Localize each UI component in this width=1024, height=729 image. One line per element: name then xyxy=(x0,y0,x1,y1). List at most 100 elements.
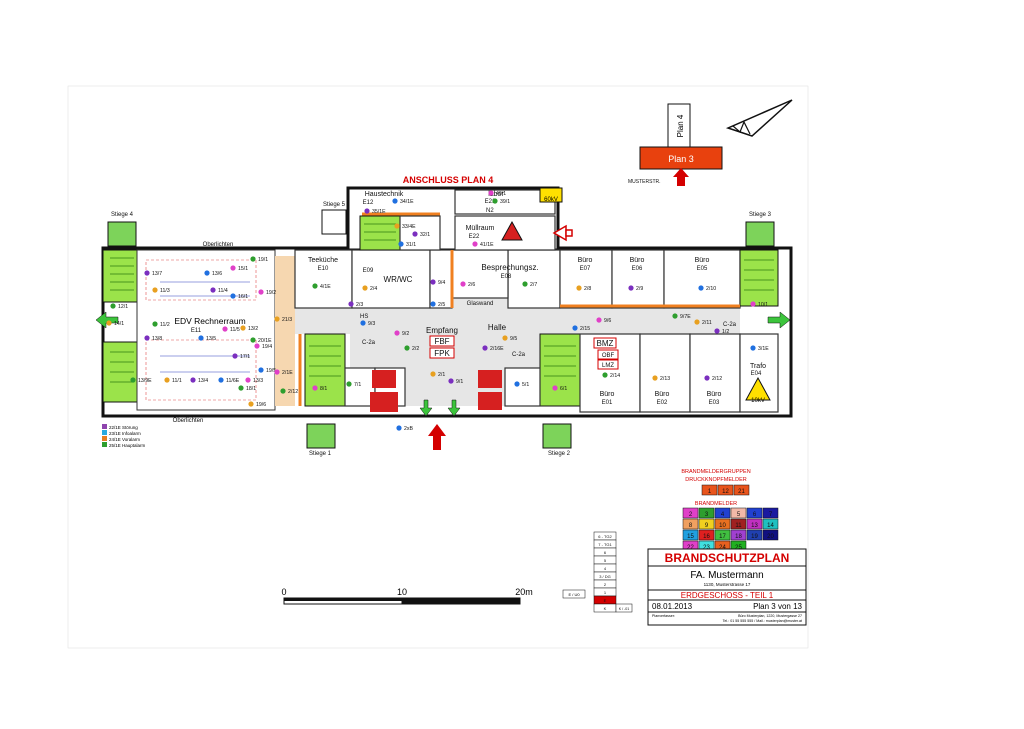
detector-label: 2/1E xyxy=(282,370,293,376)
detector-dot xyxy=(750,345,756,351)
detector-dot xyxy=(398,241,404,247)
detector-dot xyxy=(238,385,244,391)
brand-number: 13 xyxy=(751,523,758,529)
detector-dot xyxy=(346,381,352,387)
detector-dot xyxy=(694,319,700,325)
stair3-block xyxy=(739,249,779,307)
detector-label: 17/1 xyxy=(240,354,250,360)
detector-label: 9/7E xyxy=(680,314,691,320)
detector-dot xyxy=(198,335,204,341)
druck-cell xyxy=(717,484,734,496)
detector-label: 11/4 xyxy=(218,288,228,294)
room-labor xyxy=(454,189,556,215)
detector-label: 2/14 xyxy=(610,373,620,379)
c2a-right: C-2a xyxy=(723,322,737,328)
floor-label: E xyxy=(604,598,607,603)
brand-cell xyxy=(698,507,715,519)
stair-signs xyxy=(107,209,775,449)
detector-label: 19/6 xyxy=(256,402,266,408)
detector-label: 39/1 xyxy=(500,199,510,205)
detector-label: 19/5 xyxy=(266,368,276,374)
room-name-teekueche: Teeküche xyxy=(308,257,338,264)
detector-dot xyxy=(430,371,436,377)
detector-dot xyxy=(312,283,318,289)
detector-dot xyxy=(210,287,216,293)
scale-bar xyxy=(283,597,521,605)
room-code-wrwc: E09 xyxy=(363,268,374,274)
detector-label: 2/5 xyxy=(438,302,445,308)
detector-label: 33/4E xyxy=(402,224,416,230)
detector-dot xyxy=(514,381,520,387)
room-code-edv: E11 xyxy=(191,328,202,334)
key-boxes xyxy=(370,370,502,412)
room-code-bespr: E08 xyxy=(501,274,512,280)
detector-dot xyxy=(144,335,150,341)
detector-dot xyxy=(240,325,246,331)
room-code-buero01: E01 xyxy=(602,400,613,406)
n2-label: N2 xyxy=(486,208,494,214)
panel-fbf: FBF xyxy=(434,337,449,346)
detector-dot xyxy=(652,375,658,381)
brand-number: 17 xyxy=(719,534,726,540)
room-wrwc xyxy=(351,249,431,309)
stair3-steps xyxy=(744,259,774,291)
detector-dot xyxy=(602,372,608,378)
transformer-bottom-label: 10kV xyxy=(751,398,765,404)
room-haustechnik-b xyxy=(399,215,441,251)
detector-label: 6/1 xyxy=(560,386,567,392)
brand-cell xyxy=(714,507,731,519)
detector-label: 31/1 xyxy=(406,242,416,248)
floor-left-a: E / U0 xyxy=(568,592,580,597)
room-code-buero03: E03 xyxy=(709,400,720,406)
detector-label: 11/1 xyxy=(172,378,182,384)
brand-number: 8 xyxy=(689,523,693,529)
brand-number: 24 xyxy=(719,545,726,551)
room-code-buero02: E02 xyxy=(657,400,668,406)
detector-dot xyxy=(572,325,578,331)
stair4-block xyxy=(102,249,138,303)
detector-dot xyxy=(396,425,402,431)
room-name-empfang: Empfang xyxy=(426,326,458,335)
druck-cell xyxy=(701,484,718,496)
street-label: MUSTERSTR. xyxy=(628,179,661,185)
detector-dot xyxy=(258,289,264,295)
detector-dot xyxy=(106,320,112,326)
detector-label: 5/1 xyxy=(522,382,529,388)
brand-number: 6 xyxy=(753,512,757,518)
detector-dot xyxy=(218,377,224,383)
stair4-steps xyxy=(110,257,134,291)
detector-label: 2/2 xyxy=(412,346,419,352)
detector-dot xyxy=(312,385,318,391)
detector-label: 34/1E xyxy=(400,199,414,205)
detector-dot xyxy=(364,208,370,214)
brand-number: 5 xyxy=(737,512,741,518)
scale-10: 10 xyxy=(397,587,407,597)
stair1-steps xyxy=(309,345,341,377)
detector-dot xyxy=(492,198,498,204)
detector-dot xyxy=(502,335,508,341)
room-name-trafo: Trafo xyxy=(750,363,766,370)
detector-label: 2/11 xyxy=(702,320,712,326)
panel-lmz: LMZ xyxy=(602,363,614,369)
brand-cell xyxy=(762,518,779,530)
detector-label: 2/4 xyxy=(370,286,377,292)
detector-label: 13/5 xyxy=(206,336,216,342)
detector-dot xyxy=(672,313,678,319)
room-bespr-a xyxy=(451,249,509,299)
detector-label: 12/1 xyxy=(118,304,128,310)
brand-number: 11 xyxy=(735,523,742,529)
tb-floor: ERDGESCHOSS - TEIL 1 xyxy=(681,591,774,600)
detector-dot xyxy=(152,287,158,293)
legend-2: 24/1E Voralarm xyxy=(109,437,140,442)
panel-group xyxy=(429,335,619,370)
brand-number: 18 xyxy=(735,534,742,540)
detector-dot xyxy=(130,377,136,383)
detector-label: 9/1 xyxy=(456,379,463,385)
detector-dot xyxy=(596,317,602,323)
floor-label: 1 xyxy=(604,590,607,595)
brand-number: 15 xyxy=(687,534,694,540)
detector-label: 18/1 xyxy=(246,386,256,392)
stair5-label: Stiege 5 xyxy=(323,202,346,208)
detector-dot xyxy=(394,223,400,229)
